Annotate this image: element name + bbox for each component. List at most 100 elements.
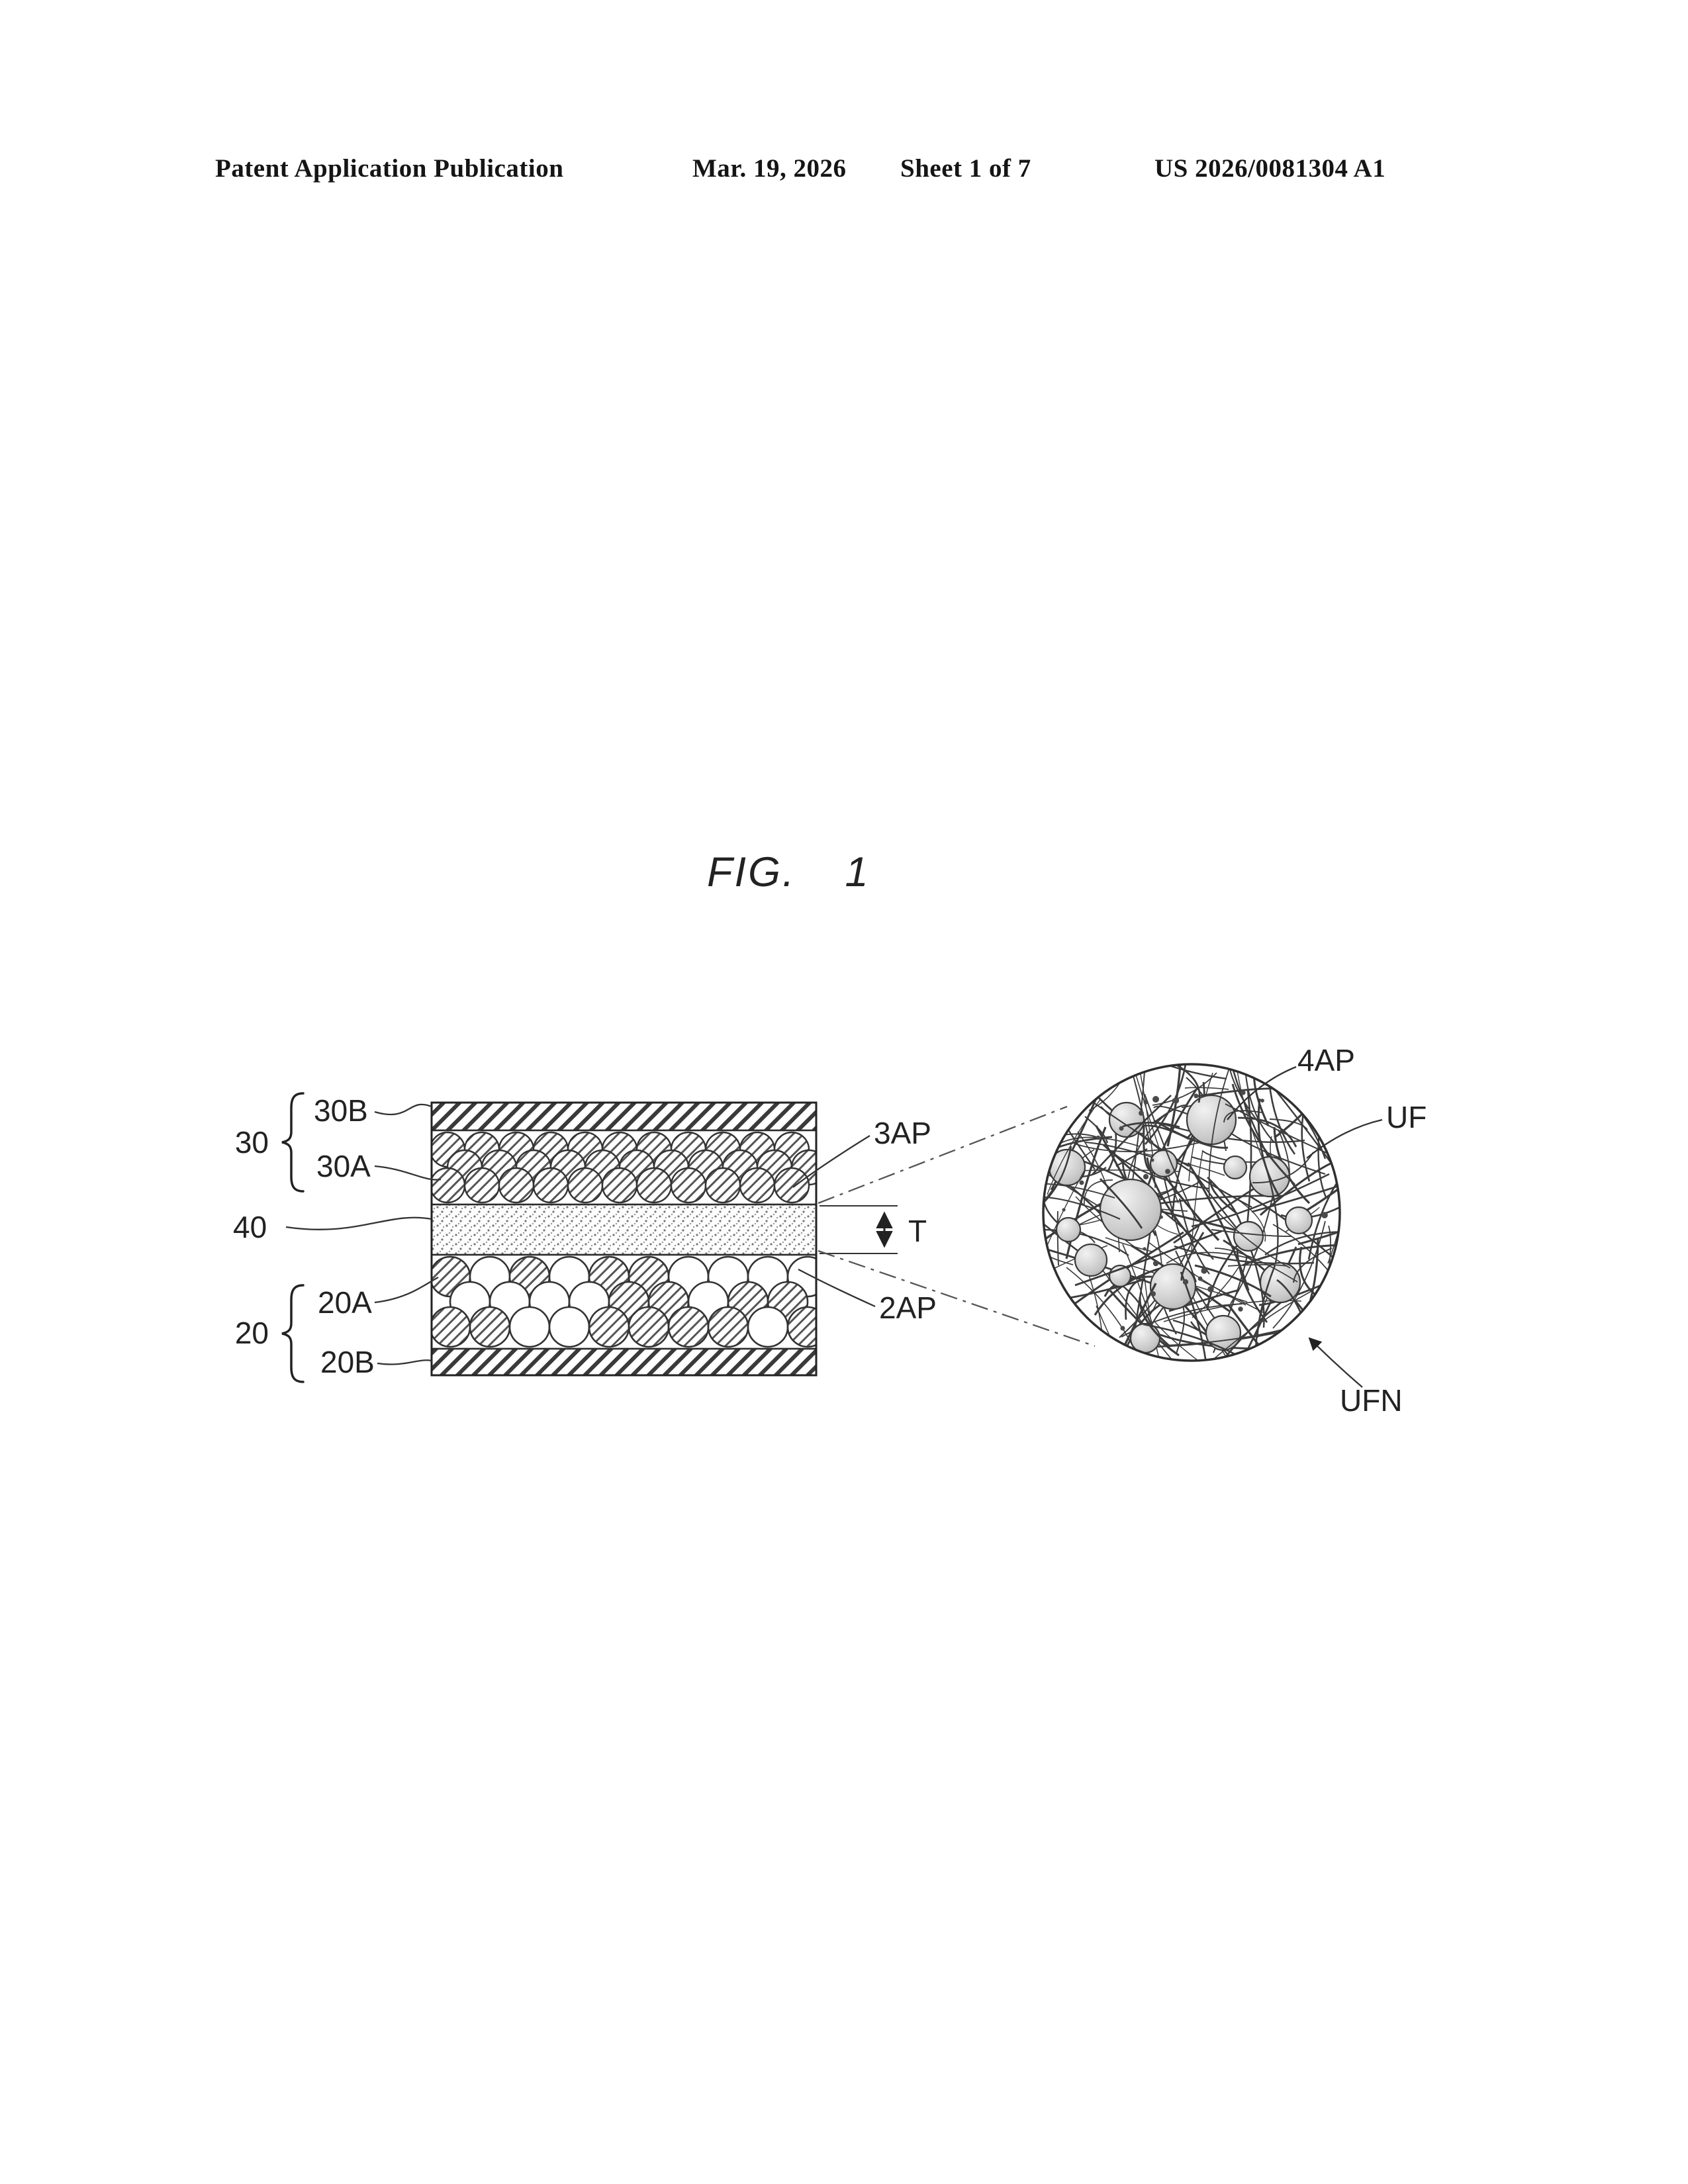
- zoom-particle: [1108, 1101, 1145, 1138]
- binder-dot: [1119, 1126, 1124, 1131]
- fiber-overlay: [1044, 1196, 1121, 1220]
- fiber: [1198, 1279, 1265, 1314]
- label-2AP: 2AP: [879, 1291, 937, 1325]
- binder-dot: [1143, 1247, 1147, 1251]
- active-particle-20A: [707, 1306, 749, 1348]
- fiber: [1266, 1079, 1339, 1203]
- leader-4AP: [1227, 1066, 1297, 1120]
- active-particle-30A: [532, 1167, 569, 1204]
- fiber-overlay: [1098, 1283, 1157, 1360]
- layer-20B-strip: [430, 1347, 818, 1377]
- fiber: [1174, 1245, 1315, 1265]
- fiber-overlay: [1122, 1121, 1180, 1128]
- active-particle-20A: [548, 1306, 590, 1348]
- binder-dot: [1321, 1212, 1328, 1218]
- active-particle-30A: [704, 1167, 741, 1204]
- fiber-overlay: [1251, 1168, 1339, 1213]
- fiber: [1133, 1068, 1179, 1204]
- fiber-overlay: [1278, 1129, 1291, 1182]
- thickness-dimension: [820, 1205, 898, 1254]
- active-particle-20A: [588, 1306, 630, 1348]
- leader-UFN-arrow: [1308, 1337, 1363, 1388]
- fiber-overlay: [1044, 1146, 1072, 1212]
- binder-dot: [1194, 1093, 1199, 1099]
- zoom-particle: [1284, 1206, 1313, 1235]
- fiber: [1187, 1162, 1250, 1291]
- fiber-overlay: [1174, 1065, 1201, 1103]
- fiber-overlay: [1125, 1065, 1150, 1142]
- label-30: 30: [235, 1125, 269, 1160]
- fiber: [1230, 1246, 1297, 1360]
- label-UFN: UFN: [1340, 1383, 1403, 1418]
- fiber: [1192, 1267, 1239, 1318]
- fiber-overlay: [1099, 1178, 1143, 1229]
- fiber: [1237, 1199, 1266, 1242]
- binder-dot: [1172, 1098, 1177, 1103]
- fiber-overlay: [1044, 1183, 1115, 1199]
- binder-dot: [1148, 1139, 1153, 1144]
- fiber: [1074, 1142, 1201, 1152]
- active-particle-30A: [567, 1167, 604, 1204]
- active-particle-30A: [463, 1167, 500, 1204]
- publication-title: Patent Application Publication: [215, 154, 564, 183]
- binder-dot: [1062, 1208, 1066, 1212]
- binder-dot: [1188, 1301, 1192, 1305]
- zoom-circle-outline: [1042, 1063, 1341, 1362]
- fiber-overlay: [1217, 1212, 1291, 1269]
- fiber-overlay: [1230, 1132, 1326, 1175]
- leader-3AP: [792, 1135, 870, 1188]
- label-20A: 20A: [318, 1285, 372, 1320]
- fiber-overlay: [1044, 1170, 1085, 1293]
- binder-dot: [1182, 1279, 1189, 1285]
- fiber-overlay: [1180, 1271, 1209, 1360]
- active-particle-30A: [670, 1167, 707, 1204]
- binder-dot: [1207, 1286, 1214, 1293]
- binder-dot: [1143, 1099, 1149, 1105]
- leader-40: [285, 1216, 432, 1230]
- binder-dot: [1241, 1090, 1246, 1095]
- layer-30A-particles: [432, 1131, 816, 1204]
- fiber: [1153, 1119, 1229, 1149]
- active-particle-30A: [498, 1167, 535, 1204]
- active-particle-20A: [786, 1306, 816, 1348]
- callout-labels: 30 30B 30A 40 20 20A 20B 3AP 2AP T 4AP U…: [233, 1043, 1427, 1418]
- fiber-overlay: [1152, 1072, 1217, 1106]
- active-particle-30A: [601, 1167, 638, 1204]
- fiber: [1122, 1244, 1152, 1323]
- leader-30B: [374, 1103, 432, 1116]
- binder-dot: [1152, 1096, 1159, 1103]
- active-particle-20A: [747, 1306, 789, 1348]
- fiber-overlay: [1293, 1248, 1333, 1283]
- active-particle-20A: [628, 1306, 670, 1348]
- leader-20A: [374, 1276, 439, 1304]
- fiber: [1171, 1134, 1194, 1220]
- binder-dot: [1150, 1291, 1156, 1297]
- brace-20: [281, 1284, 305, 1383]
- label-30A: 30A: [316, 1149, 371, 1183]
- label-T: T: [908, 1214, 927, 1248]
- fiber-overlay: [1047, 1098, 1102, 1195]
- label-3AP: 3AP: [874, 1116, 931, 1150]
- fiber: [1252, 1065, 1270, 1126]
- zoom-line-bottom: [818, 1250, 1096, 1347]
- fiber: [1245, 1089, 1252, 1232]
- fiber: [1153, 1105, 1193, 1117]
- binder-dot: [1159, 1215, 1163, 1219]
- active-particle-20A: [432, 1306, 471, 1348]
- zoom-particle: [1149, 1263, 1197, 1310]
- fiber-overlay: [1105, 1237, 1152, 1252]
- binder-dot: [1201, 1267, 1207, 1274]
- binder-dot: [1139, 1111, 1144, 1116]
- active-particle-30A: [432, 1167, 466, 1204]
- fiber: [1264, 1230, 1339, 1255]
- fiber: [1044, 1228, 1129, 1256]
- fiber: [1056, 1136, 1140, 1147]
- fiber-overlay: [1139, 1297, 1172, 1348]
- fiber-overlay: [1144, 1093, 1197, 1222]
- label-40: 40: [233, 1210, 267, 1244]
- figure-number: 1: [845, 849, 870, 895]
- fiber-overlay: [1236, 1248, 1268, 1323]
- fiber: [1143, 1126, 1151, 1171]
